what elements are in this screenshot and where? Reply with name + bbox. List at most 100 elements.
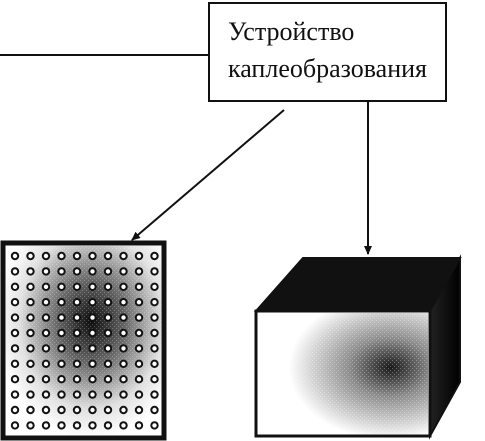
nozzle-hole [88,251,97,261]
cube-top-face [253,257,462,312]
device-label-line-2: каплеобразования [228,54,428,83]
nozzle-hole [10,282,20,291]
nozzle-hole [88,390,97,399]
nozzle-hole [88,359,97,368]
reservoir-cube [253,254,462,440]
nozzle-hole [119,344,128,353]
nozzle-hole [72,344,82,353]
nozzle-hole [150,405,159,415]
nozzle-hole [26,328,35,338]
nozzle-hole [10,375,20,384]
nozzle-hole [88,328,97,338]
nozzle-hole [103,251,113,261]
nozzle-hole [57,267,66,276]
nozzle-hole [41,390,51,399]
nozzle-hole [10,251,20,261]
nozzle-hole [150,344,159,353]
nozzle-hole [10,359,20,368]
nozzle-hole [119,405,128,415]
nozzle-hole [10,405,20,415]
nozzle-hole [41,313,51,322]
nozzle-hole [57,313,66,322]
nozzle-hole [72,267,82,276]
nozzle-hole [10,328,20,338]
nozzle-hole [88,344,97,353]
nozzle-hole [134,282,144,291]
nozzle-hole [41,282,51,291]
nozzle-hole [119,298,128,307]
nozzle-hole [57,328,66,338]
nozzle-hole [26,313,35,322]
nozzle-hole [119,328,128,338]
nozzle-hole [150,421,159,430]
nozzle-hole [119,251,128,261]
nozzle-hole [10,298,20,307]
nozzle-hole [41,267,51,276]
nozzle-hole [26,267,35,276]
nozzle-hole [57,282,66,291]
nozzle-hole [150,359,159,368]
nozzle-hole [41,375,51,384]
nozzle-hole [134,313,144,322]
nozzle-hole [72,251,82,261]
nozzle-hole [72,359,82,368]
nozzle-hole [72,313,82,322]
nozzle-hole [88,282,97,291]
nozzle-hole [10,421,20,430]
nozzle-hole [103,359,113,368]
nozzle-hole [41,344,51,353]
nozzle-hole [119,390,128,399]
nozzle-plate [0,240,167,441]
nozzle-hole [103,375,113,384]
nozzle-hole [103,344,113,353]
nozzle-hole [26,390,35,399]
nozzle-hole [119,282,128,291]
nozzle-hole [134,344,144,353]
arrow-to-plate [131,109,285,241]
nozzle-hole [26,251,35,261]
nozzle-hole [72,298,82,307]
nozzle-hole [41,421,51,430]
nozzle-hole [150,328,159,338]
nozzle-hole [26,375,35,384]
nozzle-hole [150,390,159,399]
nozzle-hole [119,421,128,430]
nozzle-hole [103,405,113,415]
nozzle-hole [26,298,35,307]
nozzle-hole [103,267,113,276]
nozzle-hole [72,328,82,338]
nozzle-hole [103,328,113,338]
nozzle-hole [72,405,82,415]
nozzle-hole [134,328,144,338]
nozzle-hole [150,313,159,322]
nozzle-hole [41,328,51,338]
nozzle-hole [72,390,82,399]
nozzle-hole [134,421,144,430]
nozzle-hole [103,421,113,430]
nozzle-hole [41,298,51,307]
nozzle-hole [134,267,144,276]
nozzle-hole [10,344,20,353]
nozzle-hole [150,375,159,384]
nozzle-hole [10,267,20,276]
nozzle-hole [119,313,128,322]
nozzle-hole [57,405,66,415]
nozzle-hole [57,298,66,307]
nozzle-hole [26,282,35,291]
nozzle-hole [134,390,144,399]
nozzle-grid [10,251,159,430]
nozzle-hole [88,405,97,415]
device-label-line-1: Устройство [228,17,355,46]
nozzle-hole [88,298,97,307]
nozzle-hole [150,267,159,276]
nozzle-hole [26,344,35,353]
nozzle-hole [10,390,20,399]
nozzle-hole [88,421,97,430]
nozzle-hole [72,375,82,384]
nozzle-hole [88,375,97,384]
nozzle-hole [150,282,159,291]
nozzle-hole [134,359,144,368]
droplet-device-box: Устройство каплеобразования [208,2,447,102]
